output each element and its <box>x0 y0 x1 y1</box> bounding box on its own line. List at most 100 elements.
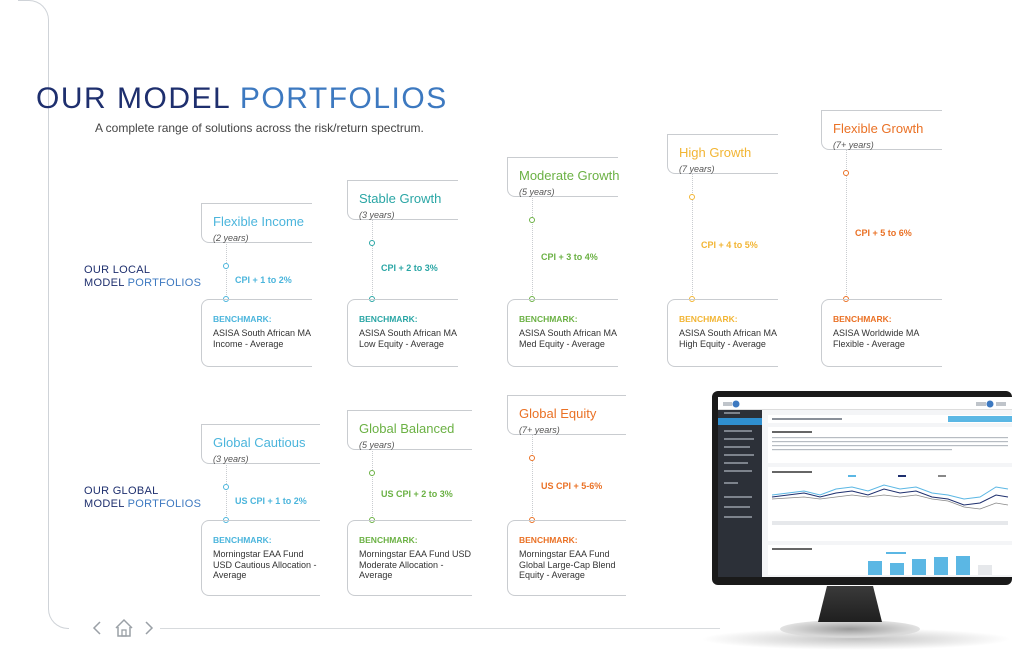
screen-sidebar-art <box>718 412 762 518</box>
benchmark-text: ASISA South African MA Low Equity - Aver… <box>359 328 458 349</box>
portfolio-target: CPI + 5 to 6% <box>855 228 912 238</box>
portfolio-card-global-equity[interactable]: Global Equity (7+ years) US CPI + 5-6% BENC… <box>507 395 626 596</box>
card-connector <box>532 196 533 299</box>
portfolio-years: (3 years) <box>359 210 395 220</box>
portfolio-card-flexible-growth[interactable]: Flexible Growth (7+ years) CPI + 5 to 6% BE… <box>821 110 942 367</box>
portfolio-years: (7 years) <box>679 164 715 174</box>
card-dot-top <box>529 217 535 223</box>
chevron-right-icon[interactable] <box>144 621 154 635</box>
card-dot-top <box>529 455 535 461</box>
portfolio-target: CPI + 3 to 4% <box>541 251 598 262</box>
bottom-rule <box>160 628 720 629</box>
benchmark-text: Morningstar EAA Fund USD Cautious Alloca… <box>213 549 317 580</box>
portfolio-name: Stable Growth <box>359 191 442 206</box>
portfolio-years: (5 years) <box>359 440 395 450</box>
global-row-label: OUR GLOBAL MODEL PORTFOLIOS <box>84 485 201 511</box>
portfolio-target: CPI + 2 to 3% <box>381 263 438 273</box>
card-dot-top <box>369 470 375 476</box>
card-connector <box>226 242 227 299</box>
portfolio-target: US CPI + 2 to 3% <box>381 488 453 499</box>
card-bottom-frame <box>821 299 942 367</box>
card-bottom-frame <box>667 299 778 367</box>
card-connector <box>532 434 533 520</box>
card-dot-top <box>689 194 695 200</box>
benchmark-label: BENCHMARK: <box>213 535 272 545</box>
benchmark-label: BENCHMARK: <box>519 314 578 324</box>
frame-line-left <box>48 20 49 608</box>
portfolio-name: Global Equity <box>519 406 597 421</box>
portfolio-name: Moderate Growth <box>519 168 620 183</box>
card-connector <box>226 463 227 520</box>
portfolio-target: US CPI + 5-6% <box>541 481 603 491</box>
chevron-left-icon[interactable] <box>92 621 102 635</box>
card-bottom-frame <box>347 299 458 367</box>
page-title-part2: PORTFOLIOS <box>239 82 448 115</box>
card-bottom-frame <box>507 299 618 367</box>
portfolio-name: Flexible Income <box>213 214 305 229</box>
portfolio-card-stable-growth[interactable]: Stable Growth (3 years) CPI + 2 to 3% BENCH… <box>347 180 458 367</box>
monitor-shadow <box>700 628 1012 650</box>
portfolio-card-moderate-growth[interactable]: Moderate Growth (5 years) CPI + 3 to 4% BEN… <box>507 157 620 367</box>
local-label-model: MODEL <box>84 277 125 289</box>
page-subtitle: A complete range of solutions across the… <box>95 121 424 135</box>
page-title-part1: OUR MODEL <box>36 82 231 115</box>
card-bottom-frame <box>201 299 312 367</box>
benchmark-label: BENCHMARK: <box>359 535 418 545</box>
portfolio-name: Global Cautious <box>213 435 306 450</box>
portfolio-years: (7+ years) <box>519 425 560 435</box>
benchmark-label: BENCHMARK: <box>359 314 418 324</box>
card-dot-top <box>843 170 849 176</box>
portfolio-card-global-balanced[interactable]: Global Balanced (5 years) US CPI + 2 to 3%… <box>347 410 472 596</box>
portfolio-name: Flexible Growth <box>833 121 924 136</box>
portfolio-name: Global Balanced <box>359 421 455 436</box>
portfolio-target: US CPI + 1 to 2% <box>235 495 307 506</box>
benchmark-label: BENCHMARK: <box>679 314 738 324</box>
card-bottom-frame <box>347 520 472 596</box>
monitor-stand-neck <box>818 586 882 622</box>
global-label-line1: OUR GLOBAL <box>84 485 159 497</box>
card-connector <box>692 173 693 299</box>
card-dot-top <box>223 263 229 269</box>
benchmark-label: BENCHMARK: <box>833 314 892 324</box>
benchmark-label: BENCHMARK: <box>213 314 272 324</box>
card-top-frame <box>821 110 942 150</box>
screen-sidebar <box>718 410 762 577</box>
benchmark-text: Morningstar EAA Fund Global Large-Cap Bl… <box>519 549 616 580</box>
card-top-frame <box>347 410 472 450</box>
home-icon[interactable] <box>114 618 134 638</box>
page-title: OUR MODEL PORTFOLIOS <box>36 82 448 116</box>
card-top-frame <box>201 203 312 243</box>
screen-dashboard-art <box>768 415 1012 575</box>
card-connector <box>846 149 847 299</box>
card-top-frame <box>507 157 618 197</box>
benchmark-text: ASISA Worldwide MA Flexible - Average <box>833 328 920 349</box>
card-bottom-frame <box>201 520 320 596</box>
benchmark-text: ASISA South African MA High Equity - Ave… <box>679 328 778 349</box>
card-connector <box>372 449 373 520</box>
portfolio-card-global-cautious[interactable]: Global Cautious (3 years) US CPI + 1 to 2%… <box>201 424 320 596</box>
portfolio-years: (3 years) <box>213 454 249 464</box>
card-top-frame <box>667 134 778 174</box>
portfolio-card-high-growth[interactable]: High Growth(7 years)CPI + 4 to 5%BENCHMA… <box>667 134 778 367</box>
monitor-stand-base <box>780 620 920 638</box>
screen-main <box>768 415 1012 575</box>
benchmark-text: Morningstar EAA Fund USD Moderate Alloca… <box>359 549 472 580</box>
frame-corner-bottom <box>48 606 69 629</box>
portfolio-card-flexible-income[interactable]: Flexible Income (2 years) CPI + 1 to 2% BEN… <box>201 203 312 367</box>
benchmark-text: ASISA South African MA Income - Average <box>213 328 312 349</box>
local-row-label: OUR LOCAL MODEL PORTFOLIOS <box>84 264 201 290</box>
portfolio-target: CPI + 1 to 2% <box>235 274 292 285</box>
portfolio-years: (5 years) <box>519 187 555 197</box>
screen-topbar <box>718 397 1012 410</box>
card-bottom-frame <box>507 520 626 596</box>
card-dot-top <box>369 240 375 246</box>
global-label-model: MODEL <box>84 498 125 510</box>
portfolio-years: (2 years) <box>213 233 249 243</box>
portfolio-name: High Growth <box>679 145 752 160</box>
global-label-portfolios: PORTFOLIOS <box>127 498 202 510</box>
card-top-frame <box>201 424 320 464</box>
card-dot-top <box>223 484 229 490</box>
card-top-frame <box>347 180 458 220</box>
benchmark-label: BENCHMARK: <box>519 535 578 545</box>
portfolio-years: (7+ years) <box>833 140 874 150</box>
